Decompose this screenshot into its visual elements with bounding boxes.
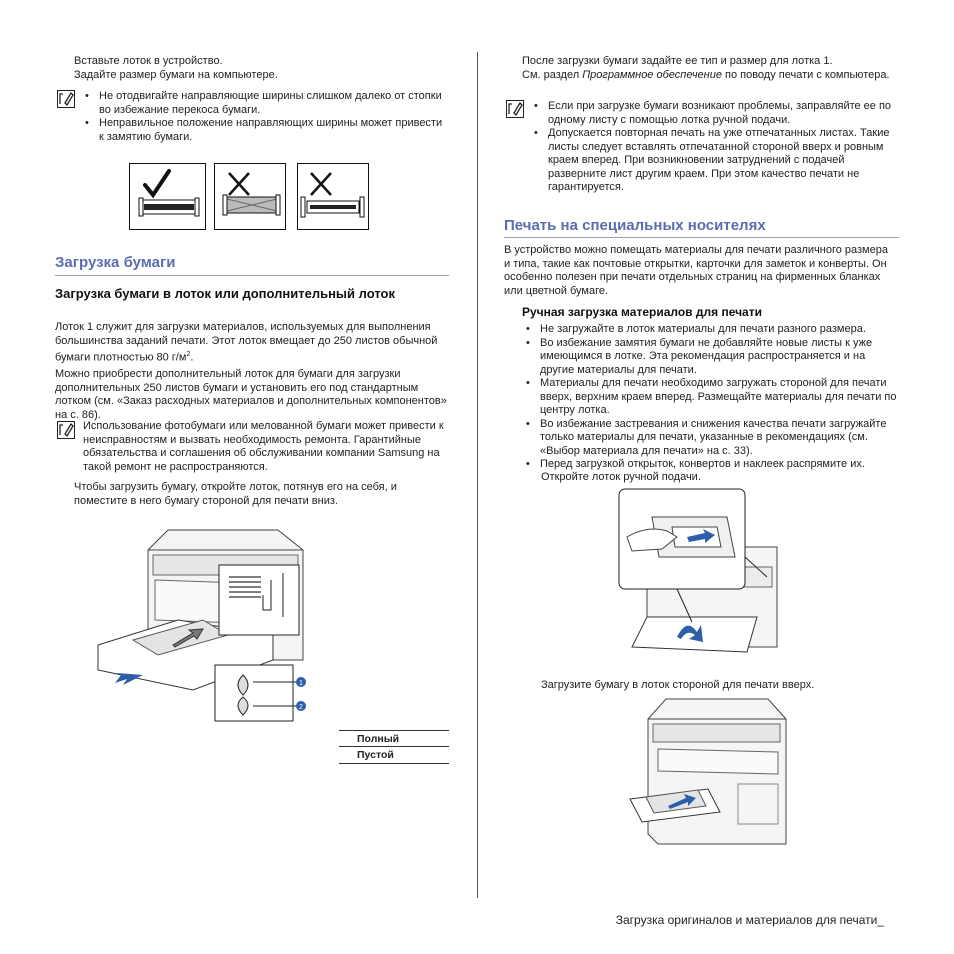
manual-feed-bullets: Не загружайте в лоток материалы для печа… — [524, 323, 899, 472]
left-intro: Вставьте лоток в устройство. Задайте раз… — [74, 55, 454, 82]
note-1: Не отодвигайте направляющие ширины слишк… — [83, 90, 443, 144]
manual-tray-open-svg — [618, 488, 778, 653]
para-open-tray: Чтобы загрузить бумагу, откройте лоток, … — [74, 481, 397, 507]
right-note-item: Если при загрузке бумаги возникают пробл… — [532, 100, 892, 127]
arrow-icon — [115, 673, 143, 685]
column-divider — [477, 52, 478, 898]
para-tray1-text: Лоток 1 служит для загрузки материалов, … — [55, 321, 438, 364]
right-note-item: Допускается повторная печать на уже отпе… — [532, 127, 892, 195]
section-rule — [504, 237, 899, 238]
para-tray1-end: . — [190, 351, 194, 364]
tray-description: Лоток 1 служит для загрузки материалов, … — [55, 321, 447, 422]
list-item: Во избежание замятия бумаги не добавляйт… — [524, 337, 899, 378]
software-reference: Программное обеспечение — [582, 68, 722, 81]
right-intro: После загрузки бумаги задайте ее тип и р… — [522, 55, 892, 82]
step-open-manual-tray: Откройте лоток ручной подачи. — [541, 471, 701, 483]
table-bottom-rule — [339, 763, 449, 764]
intro-line-2: Задайте размер бумаги на компьютере. — [74, 68, 278, 81]
arrow-icon — [668, 794, 696, 809]
right-intro-line-2: См. раздел Программное обеспечение по по… — [522, 69, 892, 83]
special-media-description: В устройство можно помещать материалы дл… — [504, 244, 888, 297]
width-guide-figures — [129, 163, 449, 230]
callout-2: 2 — [299, 704, 303, 711]
page-footer: Загрузка оригиналов и материалов для печ… — [615, 913, 884, 927]
note-icon — [57, 421, 75, 439]
superscript: 2 — [186, 351, 191, 358]
right-note: Если при загрузке бумаги возникают пробл… — [532, 100, 892, 195]
manual-tray-open-illustration — [617, 487, 787, 667]
arrow-icon — [687, 529, 715, 543]
printer-tray-illustration: 1 2 — [93, 525, 313, 725]
manual-tray-loaded-svg — [629, 698, 787, 845]
callout-1: 1 — [299, 680, 303, 687]
arrow-icon — [172, 628, 204, 648]
subsection-title-manual-feed: Ручная загрузка материалов для печати — [522, 305, 762, 319]
arrow-icon — [677, 625, 703, 642]
list-item: Во избежание застревания и снижения каче… — [524, 418, 899, 459]
cross-icon — [228, 172, 250, 196]
right-intro-post: по поводу печати с компьютера. — [721, 68, 890, 81]
note-1-item: Неправильное положение направляющих шири… — [83, 117, 443, 144]
list-item: Не загружайте в лоток материалы для печа… — [524, 323, 899, 337]
table-row-empty: Пустой — [339, 746, 449, 763]
para-tray1: Лоток 1 служит для загрузки материалов, … — [55, 321, 447, 365]
note-icon — [57, 90, 75, 108]
subsection-title-tray: Загрузка бумаги в лоток или дополнительн… — [55, 286, 395, 301]
check-icon — [143, 169, 171, 199]
list-item: Материалы для печати необходимо загружат… — [524, 377, 899, 418]
note-2: Использование фотобумаги или мелованной … — [83, 420, 444, 473]
right-intro-pre: См. раздел — [522, 68, 583, 81]
section-rule — [55, 275, 449, 276]
guide-figures-svg — [129, 163, 369, 230]
note-icon — [506, 100, 524, 118]
section-title-special-media: Печать на специальных носителях — [504, 217, 766, 234]
printer-tray-svg: 1 2 — [97, 529, 306, 722]
right-intro-line-1: После загрузки бумаги задайте ее тип и р… — [522, 55, 833, 67]
para-optional-tray: Можно приобрести дополнительный лоток дл… — [55, 368, 447, 421]
note-1-item: Не отодвигайте направляющие ширины слишк… — [83, 90, 443, 117]
intro-line-1: Вставьте лоток в устройство. — [74, 55, 223, 67]
cross-icon — [310, 172, 332, 196]
list-item: Перед загрузкой открыток, конвертов и на… — [524, 458, 899, 472]
table-row-full: Полный — [339, 730, 449, 747]
manual-tray-loaded-illustration — [628, 694, 793, 849]
step-load-paper: Загрузите бумагу в лоток стороной для пе… — [541, 679, 815, 691]
section-title-paper-loading: Загрузка бумаги — [55, 254, 176, 271]
